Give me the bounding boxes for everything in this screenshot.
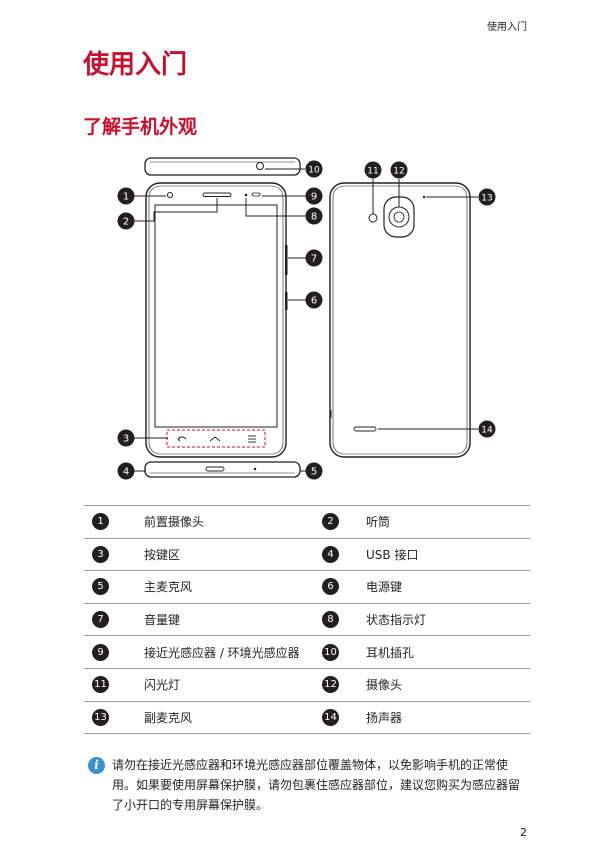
info-icon: i — [88, 757, 105, 774]
part-number-cell: 7 — [84, 602, 144, 637]
callout-4: 4 — [123, 467, 129, 478]
part-label: 耳机插孔 — [366, 635, 530, 669]
part-number: 3 — [92, 545, 109, 563]
headset-jack-icon — [256, 162, 264, 170]
part-number: 11 — [92, 676, 109, 694]
part-number: 12 — [322, 676, 339, 694]
part-number-cell: 5 — [84, 570, 144, 604]
running-header: 使用入门 — [487, 22, 527, 33]
part-number-cell: 10 — [322, 635, 366, 669]
phone-back-view — [329, 182, 471, 458]
part-number: 10 — [322, 643, 339, 661]
earpiece-icon — [202, 192, 232, 197]
part-label: 前置摄像头 — [144, 505, 322, 539]
part-number: 7 — [92, 611, 109, 629]
part-number-cell: 2 — [322, 505, 366, 539]
volume-key — [285, 245, 288, 275]
callout-14: 14 — [481, 426, 493, 436]
phone-top-edge — [144, 157, 301, 176]
callout-7: 7 — [311, 254, 317, 265]
callout-9: 9 — [311, 192, 317, 203]
part-number-cell: 11 — [84, 667, 144, 702]
callout-10: 10 — [308, 166, 320, 176]
part-number-cell: 8 — [322, 602, 366, 637]
part-label: 扬声器 — [366, 700, 530, 735]
phone-diagram: 1 2 3 4 5 6 7 8 9 10 11 12 13 14 — [117, 157, 496, 480]
phone-front-view — [145, 182, 288, 458]
callout-13: 13 — [481, 194, 492, 204]
part-number-cell: 9 — [84, 635, 144, 669]
part-label: 副麦克风 — [144, 700, 322, 735]
part-number-cell: 14 — [322, 700, 366, 735]
secondary-mic-icon — [422, 195, 426, 199]
part-label: 主麦克风 — [144, 570, 322, 604]
part-label: 电源键 — [366, 570, 530, 604]
part-number: 1 — [92, 513, 109, 531]
callout-3: 3 — [123, 434, 129, 445]
part-number: 14 — [322, 708, 339, 726]
part-label: 摄像头 — [366, 667, 530, 702]
menu-key-icon — [248, 435, 256, 443]
callout-1: 1 — [123, 192, 129, 203]
indicator-light-icon — [244, 193, 248, 197]
home-key-icon — [209, 436, 221, 442]
chapter-title: 使用入门 — [83, 50, 188, 80]
part-number-cell: 1 — [84, 505, 144, 539]
part-number: 9 — [92, 643, 109, 661]
part-label: 接近光感应器 / 环境光感应器 — [144, 635, 322, 669]
back-key-icon — [177, 436, 187, 442]
callout-11: 11 — [367, 167, 378, 177]
callout-2: 2 — [123, 217, 129, 228]
callout-5: 5 — [311, 467, 317, 478]
part-number: 13 — [92, 708, 109, 726]
section-title: 了解手机外观 — [83, 116, 198, 138]
part-number-cell: 12 — [322, 667, 366, 702]
part-label: 听筒 — [366, 505, 530, 539]
part-label: 闪光灯 — [144, 667, 322, 702]
part-label: USB 接口 — [366, 537, 530, 572]
power-key — [285, 292, 288, 310]
microphone-icon — [253, 467, 257, 471]
phone-bottom-edge — [144, 461, 301, 478]
part-number: 5 — [92, 578, 109, 596]
usb-port-icon — [205, 466, 225, 472]
front-camera-icon — [167, 192, 173, 198]
part-number: 4 — [322, 545, 339, 563]
callout-8: 8 — [311, 212, 317, 223]
note-text: 请勿在接近光感应器和环境光感应器部位覆盖物体，以免影响手机的正常使用。如果要使用… — [112, 758, 521, 812]
part-label: 状态指示灯 — [366, 602, 530, 637]
part-label: 按键区 — [144, 537, 322, 572]
callout-12: 12 — [393, 167, 404, 177]
note-box: i 请勿在接近光感应器和环境光感应器部位覆盖物体，以免影响手机的正常使用。如果要… — [88, 755, 528, 815]
part-number-cell: 6 — [322, 570, 366, 604]
speaker-icon — [353, 426, 377, 432]
part-number-cell: 3 — [84, 537, 144, 572]
callout-6: 6 — [311, 296, 317, 307]
page-number: 2 — [520, 826, 527, 839]
part-number-cell: 13 — [84, 700, 144, 735]
part-label: 音量键 — [144, 602, 322, 637]
sensor-icon — [251, 192, 261, 197]
part-number: 6 — [322, 578, 339, 596]
part-number: 2 — [322, 513, 339, 531]
part-number: 8 — [322, 611, 339, 629]
part-number-cell: 4 — [322, 537, 366, 572]
